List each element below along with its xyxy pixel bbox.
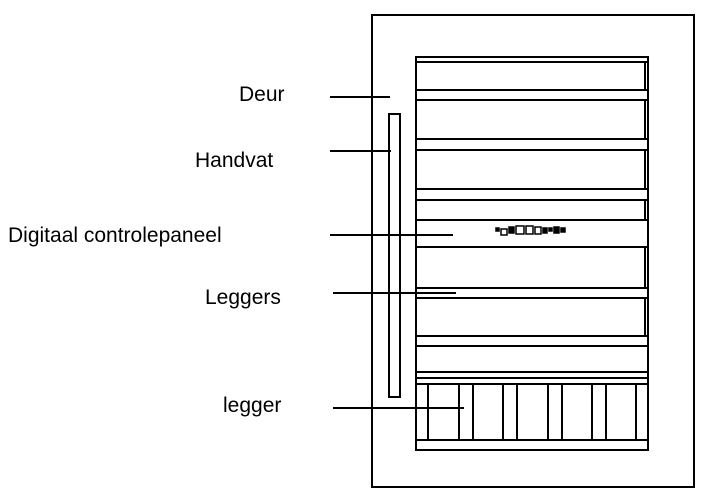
- leader-lines: [330, 96, 464, 409]
- label-leggers: Leggers: [205, 286, 281, 309]
- control-panel-buttons-icon: [495, 225, 566, 236]
- label-legger: legger: [223, 394, 282, 417]
- handle: [388, 113, 401, 398]
- door-frame: [371, 14, 695, 488]
- label-handvat: Handvat: [195, 149, 274, 172]
- label-deur: Deur: [239, 83, 285, 106]
- bottom-rack: [427, 384, 637, 440]
- label-digitaal-controlepaneel: Digitaal controlepaneel: [8, 224, 222, 247]
- shelves: [416, 61, 648, 441]
- cabinet-interior: [415, 56, 649, 451]
